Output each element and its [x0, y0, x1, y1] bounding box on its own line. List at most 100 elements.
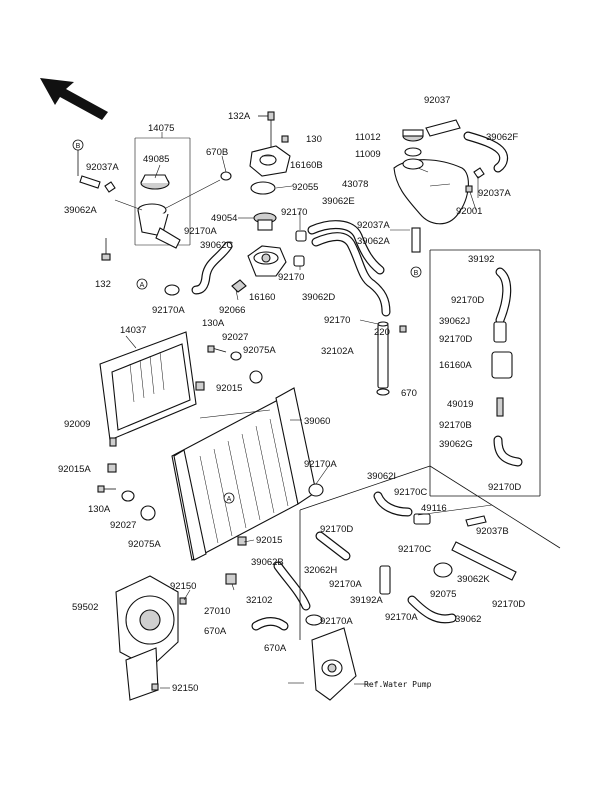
label-92001: 92001 [456, 206, 482, 217]
fan-switch-27010 [225, 573, 237, 585]
label-39062k: 39062K [457, 574, 490, 585]
label-39060: 39060 [304, 416, 330, 427]
screw-92001 [465, 185, 473, 193]
label-92009: 92009 [64, 419, 90, 430]
pipe-39192a [379, 565, 391, 595]
label-92170d-5: 92170D [492, 599, 525, 610]
label-39062i: 39062I [367, 471, 396, 482]
front-direction-arrow-icon [40, 78, 108, 120]
bracket-92037b [465, 515, 487, 527]
label-27010: 27010 [204, 606, 230, 617]
pipe-32102a [377, 321, 407, 389]
strap-92037 [425, 119, 461, 137]
water-pump-cover [311, 627, 357, 701]
clamp-92170a-lower [305, 614, 323, 626]
label-92170a-6: 92170A [320, 616, 353, 627]
thermostat-cover-16160b [249, 145, 291, 177]
label-39062a-mid: 39062A [357, 236, 390, 247]
breather-16160a [491, 351, 513, 379]
label-39062j: 39062J [439, 316, 470, 327]
circle-mark-b-left: B [72, 139, 84, 151]
label-39062c: 39062C [200, 240, 233, 251]
bolt-130a-top [207, 345, 227, 353]
label-92170-2: 92170 [278, 272, 304, 283]
label-16160b: 16160B [290, 160, 323, 171]
fitting-49019 [496, 397, 504, 417]
radiator-screen-14037 [99, 331, 197, 441]
label-16160: 16160 [249, 292, 275, 303]
label-92170-3: 92170 [324, 315, 350, 326]
hose-39062d [307, 220, 385, 275]
bolt-92150-upper [179, 597, 187, 605]
label-92055: 92055 [292, 182, 318, 193]
svg-text:A: A [140, 282, 145, 289]
o-ring-670b [220, 171, 232, 181]
clamp-92170a-radiator [308, 483, 324, 497]
label-670a: 670A [204, 626, 227, 637]
label-92027-2: 92027 [110, 520, 136, 531]
label-39062d: 39062D [302, 292, 335, 303]
label-92075a: 92075A [243, 345, 276, 356]
label-92170b: 92170B [439, 420, 472, 431]
label-670a-2: 670A [264, 643, 287, 654]
label-32062h: 32062H [304, 565, 337, 576]
label-92170d: 92170D [451, 295, 484, 306]
label-49116: 49116 [421, 503, 447, 514]
label-39062b: 39062B [251, 557, 284, 568]
group-bracket-14075 [134, 137, 191, 246]
label-92015: 92015 [216, 383, 242, 394]
label-39192: 39192 [468, 254, 494, 265]
part-labels: 14075 49085 92037A 39062A 670B 92170A 39… [58, 95, 525, 694]
hose-39062e [311, 232, 391, 317]
label-92075: 92075 [430, 589, 456, 600]
grommet-92075a-top [249, 370, 263, 384]
nut-92015-top [195, 381, 205, 391]
label-14075: 14075 [148, 123, 174, 134]
label-39062a: 39062A [64, 205, 97, 216]
label-92037a-mid: 92037A [357, 220, 390, 231]
label-39062: 39062 [455, 614, 481, 625]
pipe-32102 [251, 617, 289, 631]
label-92075a-2: 92075A [128, 539, 161, 550]
hose-39062g [493, 435, 523, 467]
label-132a: 132A [228, 111, 251, 122]
label-39062e: 39062E [322, 196, 355, 207]
nut-92015-bottom [237, 536, 247, 546]
label-92150-2: 92150 [172, 683, 198, 694]
gasket-11009 [404, 147, 422, 157]
svg-text:B: B [414, 270, 419, 277]
collar-92027-bottom [121, 490, 135, 502]
label-92170a: 92170A [184, 226, 217, 237]
box-right-upper [429, 249, 541, 497]
circle-mark-a-radiator: A [223, 492, 235, 504]
sensor-92066 [231, 279, 247, 293]
hose-39062f [463, 131, 509, 173]
label-49085: 49085 [143, 154, 169, 165]
bolt-132 [101, 238, 111, 261]
label-59502: 59502 [72, 602, 98, 613]
label-92170d-2: 92170D [439, 334, 472, 345]
label-130: 130 [306, 134, 322, 145]
hose-39062 [407, 595, 457, 624]
label-32102a: 32102A [321, 346, 354, 357]
hose-39062j [493, 321, 507, 343]
label-92170d-3: 92170D [488, 482, 521, 493]
grommet-92075a-bottom [140, 505, 156, 521]
label-32102: 32102 [246, 595, 272, 606]
bolt-92009 [109, 437, 117, 447]
label-11012: 11012 [355, 132, 381, 143]
hose-39062b [273, 561, 311, 611]
clamp-92170-b [293, 255, 305, 267]
thermostat-49054 [253, 212, 277, 231]
circle-mark-b-right: B [410, 266, 422, 278]
o-ring-670 [376, 388, 390, 396]
label-220: 220 [374, 327, 390, 338]
label-39192a: 39192A [350, 595, 383, 606]
label-92170a-2: 92170A [152, 305, 185, 316]
grommet-92075 [433, 562, 453, 578]
nut-92015a [107, 463, 117, 473]
thermostat-housing-16160 [247, 245, 287, 277]
label-670: 670 [401, 388, 417, 399]
clamp-92170a [164, 284, 180, 296]
